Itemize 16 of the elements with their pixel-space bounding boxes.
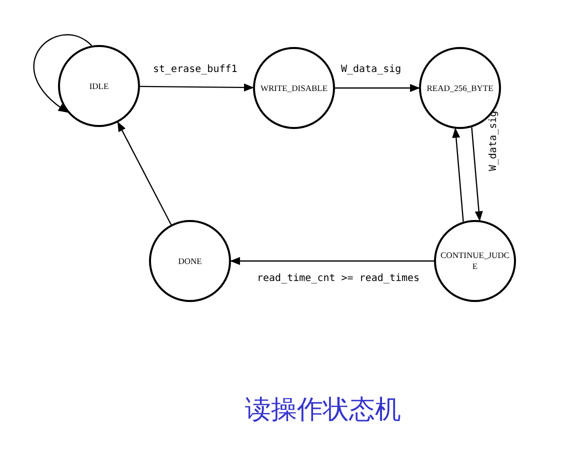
edge-label: W_data_sig bbox=[340, 64, 402, 76]
state-name: WRITE_DISABLE bbox=[260, 82, 328, 94]
arrow bbox=[140, 83, 254, 92]
arrow bbox=[117, 122, 172, 225]
arrow bbox=[33, 34, 92, 113]
state-name: IDLE bbox=[89, 80, 109, 92]
edge-label: read_time_cnt >= read_times bbox=[256, 273, 421, 285]
arrow bbox=[452, 128, 464, 222]
arrow bbox=[335, 84, 420, 92]
state-name: READ_256_BYTE bbox=[426, 82, 494, 94]
caption: 读操作状态机 bbox=[245, 394, 401, 427]
arrow bbox=[471, 127, 483, 222]
state-name: DONE bbox=[178, 256, 202, 266]
arrow bbox=[230, 257, 434, 265]
state-name: CONTINUE_JUDCE bbox=[440, 250, 510, 272]
edge-label: st_erase_buff1 bbox=[152, 64, 238, 76]
